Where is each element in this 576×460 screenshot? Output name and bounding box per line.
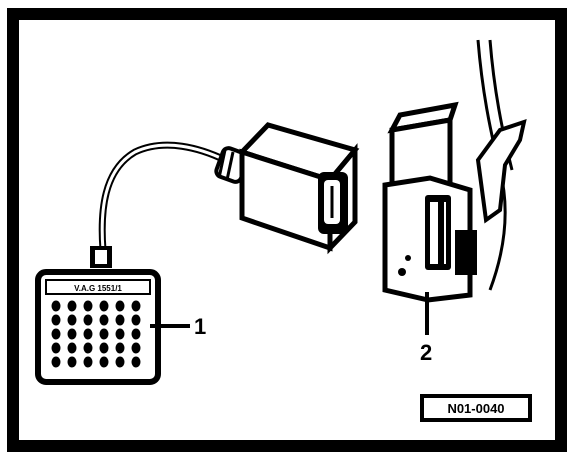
pin-socket — [67, 314, 77, 326]
pin-socket — [115, 328, 125, 340]
figure-code: N01-0040 — [447, 401, 504, 416]
pin-socket — [115, 314, 125, 326]
pin-socket — [51, 314, 61, 326]
pin-socket — [83, 356, 93, 368]
callout-1: 1 — [194, 314, 206, 339]
tester-adapter: V.A.G 1551/1 — [35, 246, 161, 385]
pin-socket — [131, 300, 141, 312]
pin-socket — [99, 314, 109, 326]
pin-socket — [67, 328, 77, 340]
pin-socket — [131, 356, 141, 368]
pin-grid — [51, 300, 141, 368]
pin-socket — [51, 300, 61, 312]
tester-label: V.A.G 1551/1 — [74, 284, 122, 293]
pin-socket — [115, 342, 125, 354]
pin-socket — [131, 314, 141, 326]
figure-frame — [7, 8, 567, 452]
cable — [98, 141, 227, 251]
pin-socket — [99, 342, 109, 354]
figure-code-box — [420, 394, 532, 422]
pin-socket — [67, 342, 77, 354]
pin-socket — [51, 342, 61, 354]
pin-socket — [51, 356, 61, 368]
pin-socket — [99, 328, 109, 340]
pin-socket — [83, 328, 93, 340]
vehicle-connector — [382, 39, 527, 303]
pin-socket — [131, 328, 141, 340]
pin-socket — [99, 300, 109, 312]
connector-plug — [237, 122, 360, 255]
pin-socket — [67, 356, 77, 368]
pin-socket — [83, 300, 93, 312]
callout-2: 2 — [420, 340, 432, 365]
pin-socket — [83, 314, 93, 326]
pin-socket — [115, 356, 125, 368]
pin-socket — [131, 342, 141, 354]
pin-socket — [67, 300, 77, 312]
pin-socket — [99, 356, 109, 368]
pin-socket — [51, 328, 61, 340]
pin-socket — [115, 300, 125, 312]
pin-socket — [83, 342, 93, 354]
